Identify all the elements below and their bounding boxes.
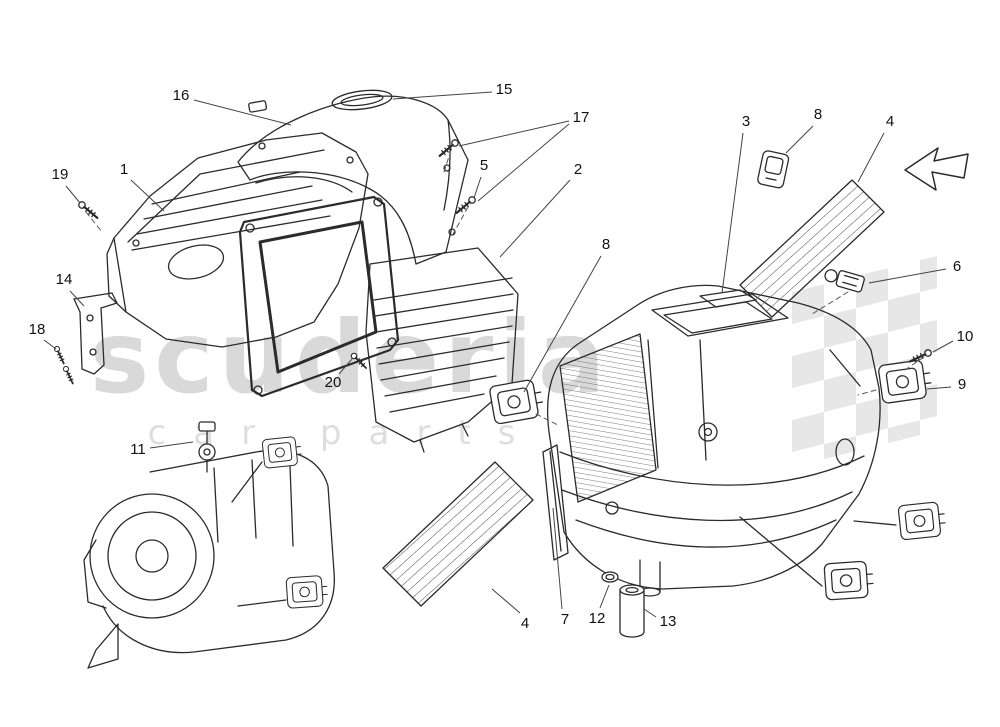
leader-line-20-16 bbox=[338, 358, 353, 375]
direction-arrow-icon bbox=[904, 147, 969, 191]
leader-line-10-11 bbox=[932, 340, 954, 353]
part-gasket-oval bbox=[331, 89, 393, 111]
part-drain-tube bbox=[619, 584, 645, 638]
leader-line-15-1 bbox=[392, 91, 493, 100]
callout-7-19[interactable]: 7 bbox=[561, 611, 569, 628]
part-mounting-bracket bbox=[73, 292, 118, 375]
callout-9-12[interactable]: 9 bbox=[958, 376, 966, 393]
callout-8-13[interactable]: 8 bbox=[602, 236, 610, 253]
leader-line-18-15 bbox=[43, 339, 57, 350]
part-sensor bbox=[756, 149, 791, 190]
leader-line-11-17 bbox=[149, 441, 194, 449]
leader-line-3-7 bbox=[721, 132, 744, 294]
leader-line-5-5 bbox=[473, 176, 482, 199]
part-actuator-bottom bbox=[823, 560, 875, 601]
part-filter-seal-strip bbox=[542, 444, 569, 561]
screw-17a bbox=[436, 137, 461, 160]
callout-6-10[interactable]: 6 bbox=[953, 258, 961, 275]
leader-line-14-14 bbox=[69, 290, 85, 307]
part-filter-housing bbox=[365, 247, 519, 453]
part-filter-bottom bbox=[382, 461, 534, 607]
callout-13-21[interactable]: 13 bbox=[660, 613, 677, 630]
part-grommet bbox=[601, 571, 619, 583]
callout-15-1[interactable]: 15 bbox=[496, 81, 513, 98]
screw-17b bbox=[453, 194, 478, 217]
callout-3-7[interactable]: 3 bbox=[742, 113, 750, 130]
part-actuator-lower-right bbox=[897, 500, 947, 541]
part-filter-top bbox=[739, 179, 885, 318]
callout-17-2[interactable]: 17 bbox=[573, 109, 590, 126]
watermark: scuderia car parts bbox=[90, 255, 937, 467]
callout-layer: 16 15 17 1 19 5 2 3 8 4 6 10 9 8 14 18 20 11 4 7 12 13 bbox=[29, 81, 974, 632]
callout-20-16[interactable]: 20 bbox=[325, 374, 342, 391]
leader-line-2-6 bbox=[499, 179, 571, 258]
part-temp-probe bbox=[824, 269, 865, 293]
callout-4-9[interactable]: 4 bbox=[886, 113, 894, 130]
callout-5-5[interactable]: 5 bbox=[480, 157, 488, 174]
callout-2-6[interactable]: 2 bbox=[574, 161, 582, 178]
callout-11-17[interactable]: 11 bbox=[130, 441, 146, 458]
leader-line-19-4 bbox=[65, 185, 81, 204]
part-main-hvac-unit bbox=[546, 284, 897, 597]
leader-line-8-8 bbox=[785, 125, 814, 154]
callout-10-11[interactable]: 10 bbox=[957, 328, 974, 345]
leader-line-17-2 bbox=[458, 120, 570, 147]
leader-line-17-2-1 bbox=[477, 123, 570, 202]
leader-line-12-20 bbox=[599, 584, 610, 609]
callout-12-20[interactable]: 12 bbox=[589, 610, 606, 627]
part-relay-heater-bottom bbox=[285, 574, 329, 609]
leader-line-8-13 bbox=[523, 255, 602, 393]
leader-line-4-18 bbox=[491, 588, 521, 614]
assembly-axis-lines bbox=[85, 149, 925, 427]
screw-19 bbox=[76, 199, 101, 222]
part-drain-valve bbox=[198, 421, 216, 473]
part-blower-housing bbox=[106, 132, 369, 348]
leader-line-6-10 bbox=[868, 268, 947, 284]
callout-14-14[interactable]: 14 bbox=[56, 271, 73, 288]
part-top-cover bbox=[237, 89, 469, 265]
callout-1-3[interactable]: 1 bbox=[120, 161, 128, 178]
leader-line-16-0 bbox=[193, 99, 292, 126]
leader-line-1-3 bbox=[130, 179, 165, 212]
leader-line-9-12 bbox=[926, 386, 952, 390]
leader-line-7-19 bbox=[552, 507, 563, 610]
callout-4-18[interactable]: 4 bbox=[521, 615, 529, 632]
callout-18-15[interactable]: 18 bbox=[29, 321, 46, 338]
callout-19-4[interactable]: 19 bbox=[52, 166, 69, 183]
leader-line-13-21 bbox=[643, 608, 657, 618]
part-cover-clip bbox=[248, 100, 268, 113]
exploded-drawing bbox=[52, 89, 947, 669]
screw-18b bbox=[61, 364, 76, 386]
leader-line-4-9 bbox=[857, 132, 885, 183]
callout-8-8[interactable]: 8 bbox=[814, 106, 822, 123]
part-heater-blower-box bbox=[83, 449, 335, 669]
callout-16-0[interactable]: 16 bbox=[173, 87, 190, 104]
watermark-checkered-flag bbox=[792, 255, 937, 467]
